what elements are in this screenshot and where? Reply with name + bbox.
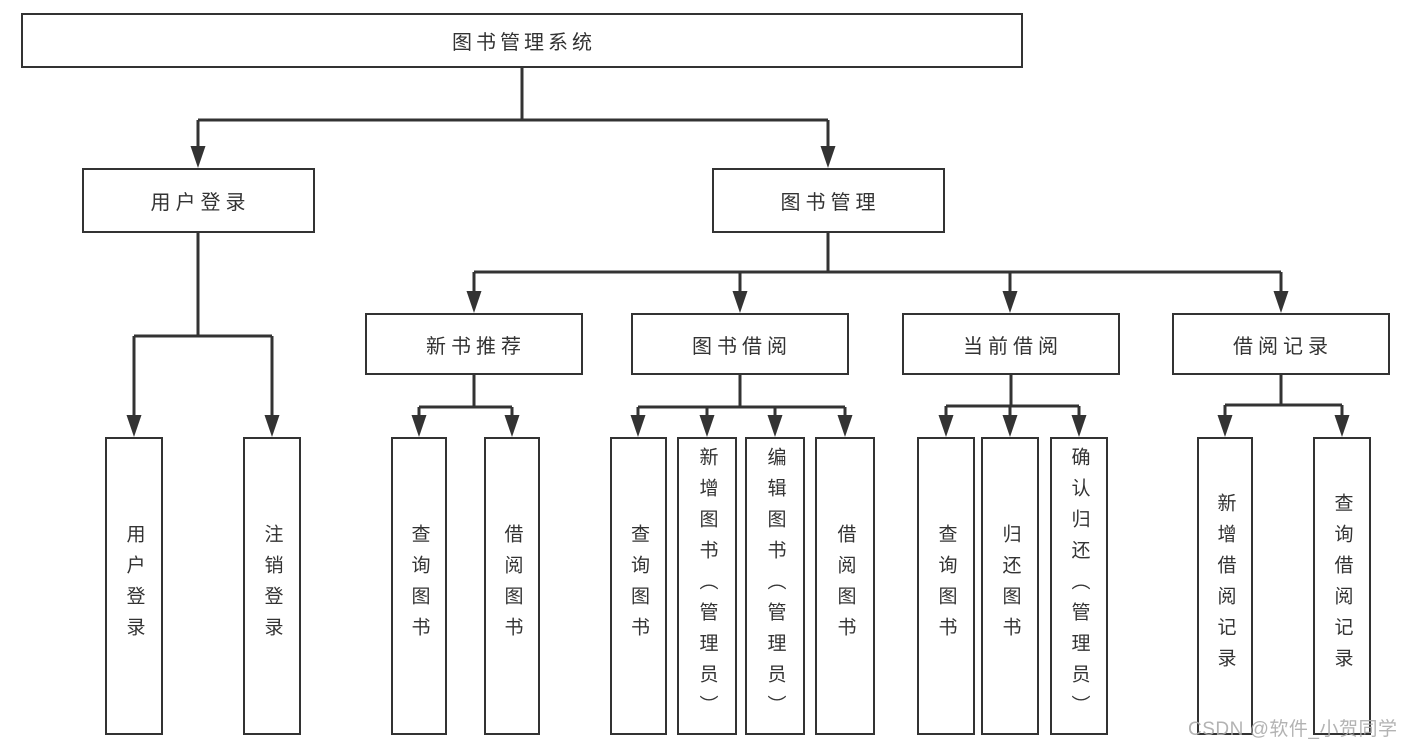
leaf-edit-books-admin: 编辑图书（管理员）: [745, 437, 805, 735]
node-system-root: 图书管理系统: [21, 13, 1023, 68]
leaf-return-books: 归还图书: [981, 437, 1039, 735]
node-label: 新增借阅记录: [1214, 493, 1236, 679]
leaf-borrow-books: 借阅图书: [484, 437, 540, 735]
leaf-confirm-return-admin: 确认归还（管理员）: [1050, 437, 1108, 735]
node-label: 查询图书: [628, 524, 649, 648]
node-label: 图书管理: [780, 192, 881, 214]
leaf-user-login: 用户登录: [105, 437, 163, 735]
node-label: 查询图书: [935, 524, 957, 648]
csdn-watermark: CSDN @软件_小贺同学: [1188, 719, 1398, 740]
leaf-add-books-admin: 新增图书（管理员）: [677, 437, 737, 735]
node-label: 注销登录: [261, 524, 283, 648]
node-borrowing-records: 借阅记录: [1172, 313, 1390, 375]
leaf-logout: 注销登录: [243, 437, 301, 735]
leaf-query-borrow-record: 查询借阅记录: [1313, 437, 1371, 735]
leaf-query-books: 查询图书: [391, 437, 447, 735]
leaf-add-borrow-record: 新增借阅记录: [1197, 437, 1253, 735]
node-label: 借阅图书: [834, 524, 856, 648]
node-book-management-branch: 图书管理: [712, 168, 945, 233]
node-label: 归还图书: [999, 524, 1021, 648]
node-book-borrowing: 图书借阅: [631, 313, 849, 375]
node-label: 图书管理系统: [452, 32, 596, 54]
node-label: 当前借阅: [963, 335, 1063, 358]
node-label: 借阅记录: [1233, 335, 1333, 358]
node-label: 用户登录: [123, 524, 145, 648]
node-label: 新书推荐: [426, 335, 526, 358]
leaf-query-books: 查询图书: [610, 437, 667, 735]
leaf-query-books: 查询图书: [917, 437, 975, 735]
node-label: 用户登录: [150, 192, 251, 214]
node-label: 查询图书: [408, 524, 430, 648]
node-current-borrowing: 当前借阅: [902, 313, 1120, 375]
node-label: 确认归还（管理员）: [1068, 446, 1090, 726]
node-label: 新增图书（管理员）: [696, 446, 718, 726]
leaf-borrow-books: 借阅图书: [815, 437, 875, 735]
node-new-book-recommendation: 新书推荐: [365, 313, 583, 375]
node-user-login-branch: 用户登录: [82, 168, 315, 233]
node-label: 编辑图书（管理员）: [764, 446, 786, 726]
node-label: 借阅图书: [501, 524, 523, 648]
node-label: 图书借阅: [692, 335, 792, 358]
node-label: 查询借阅记录: [1331, 493, 1353, 679]
